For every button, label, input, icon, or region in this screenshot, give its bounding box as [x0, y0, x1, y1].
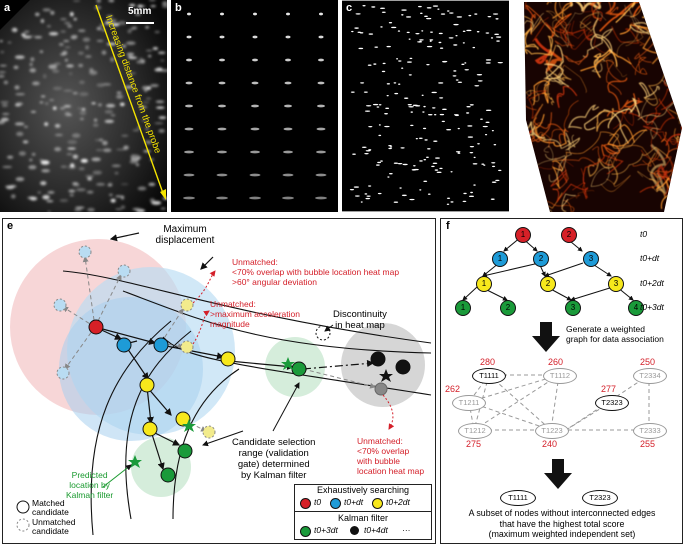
- tree-node-t0-2: 2: [561, 227, 577, 243]
- weight-T1223: 240: [542, 439, 558, 449]
- tree-node-t2-2: 2: [540, 276, 556, 292]
- legend-yellow-dot: [372, 498, 383, 509]
- legend-divider: [295, 511, 431, 512]
- tree-node-t2-3: 3: [608, 276, 624, 292]
- panel-b-label: b: [175, 2, 182, 14]
- panel-f-frame: [440, 218, 683, 544]
- legend-row-exhaustive: t0 t0+dt t0+2dt: [298, 497, 430, 509]
- panel-a-label: a: [4, 2, 11, 14]
- legend-unmatched: Unmatched candidate: [32, 517, 76, 536]
- kalman-title: Kalman filter: [337, 513, 389, 523]
- scale-bar-label: 5mm: [128, 6, 152, 17]
- result-node-T1111: T1111: [500, 490, 536, 506]
- panel-c-label: c: [346, 2, 353, 14]
- legend-red-dot: [300, 498, 311, 509]
- tree-node-t1-1: 1: [492, 251, 508, 267]
- legend-black-dot: [350, 526, 359, 535]
- row-label-t03dt: t0+3dt: [640, 302, 664, 312]
- graph-node-T2334: T2334: [633, 368, 667, 384]
- weight-T2333: 255: [640, 439, 656, 449]
- candidate-selection-note: Candidate selection range (validation ga…: [232, 437, 316, 481]
- graph-node-T1111: T1111: [472, 368, 506, 384]
- weight-T1111: 280: [480, 357, 496, 367]
- generate-graph-note: Generate a weighted graph for data assoc…: [566, 324, 664, 344]
- predicted-location-note: Predicted location by Kalman filter: [66, 470, 114, 500]
- down-arrow-icon-2: [544, 459, 572, 489]
- legend-matched: Matched candidate: [32, 498, 69, 517]
- weight-T2323: 277: [601, 384, 617, 394]
- weight-T1212: 275: [466, 439, 482, 449]
- row-label-t0: t0: [640, 229, 648, 239]
- graph-node-T1223: T1223: [535, 423, 569, 439]
- weight-T2334: 250: [640, 357, 656, 367]
- legend-row-kalman: t0+3dt t0+4dt ···: [298, 525, 430, 537]
- tree-node-t0-1: 1: [515, 227, 531, 243]
- graph-node-T2333: T2333: [633, 423, 667, 439]
- tree-node-t1-3: 3: [583, 251, 599, 267]
- legend-green-dot: [300, 526, 311, 537]
- row-label-t02dt: t0+2dt: [640, 278, 664, 288]
- result-node-T2323: T2323: [582, 490, 618, 506]
- panel-f-label: f: [446, 220, 450, 232]
- exhaustive-title: Exhaustively searching: [316, 485, 410, 495]
- graph-node-T1112: T1112: [543, 368, 577, 384]
- time-legend-box: [294, 484, 432, 540]
- unmatched-angular-note: Unmatched: <70% overlap with bubble loca…: [232, 257, 400, 287]
- graph-node-T1211: T1211: [452, 395, 486, 411]
- panel-e-label: e: [7, 220, 14, 232]
- weight-T1211: 262: [445, 384, 461, 394]
- unmatched-acceleration-note: Unmatched: >maximum acceleration magnitu…: [210, 299, 300, 329]
- down-arrow-icon: [532, 322, 560, 352]
- graph-node-T1212: T1212: [458, 423, 492, 439]
- tree-node-t3-4: 4: [628, 300, 644, 316]
- tree-node-t3-3: 3: [565, 300, 581, 316]
- panel-d-label: d: [518, 2, 525, 14]
- tree-node-t2-1: 1: [476, 276, 492, 292]
- unmatched-heatmap-note: Unmatched: <70% overlap with bubble loca…: [357, 436, 425, 476]
- graph-node-T2323: T2323: [595, 395, 629, 411]
- panel-c-localization-image: [342, 0, 509, 212]
- max-displacement-label: Maximum displacement: [155, 224, 215, 246]
- legend-blue-dot: [330, 498, 341, 509]
- panel-d-vessel-map: [514, 0, 685, 212]
- tree-node-t3-1: 1: [455, 300, 471, 316]
- panel-e-tracking-diagram: [10, 232, 432, 536]
- panel-e-frame: [2, 218, 436, 544]
- weight-T1112: 260: [548, 357, 564, 367]
- mwis-note: A subset of nodes without interconnected…: [468, 508, 656, 539]
- tree-node-t3-2: 2: [500, 300, 516, 316]
- row-label-t0dt: t0+dt: [640, 253, 660, 263]
- tree-node-t1-2: 2: [533, 251, 549, 267]
- panel-b-psf-image: [171, 0, 338, 212]
- discontinuity-note: Discontinuity in heat map: [333, 309, 387, 331]
- panel-a-ultrasound-image: [0, 0, 167, 212]
